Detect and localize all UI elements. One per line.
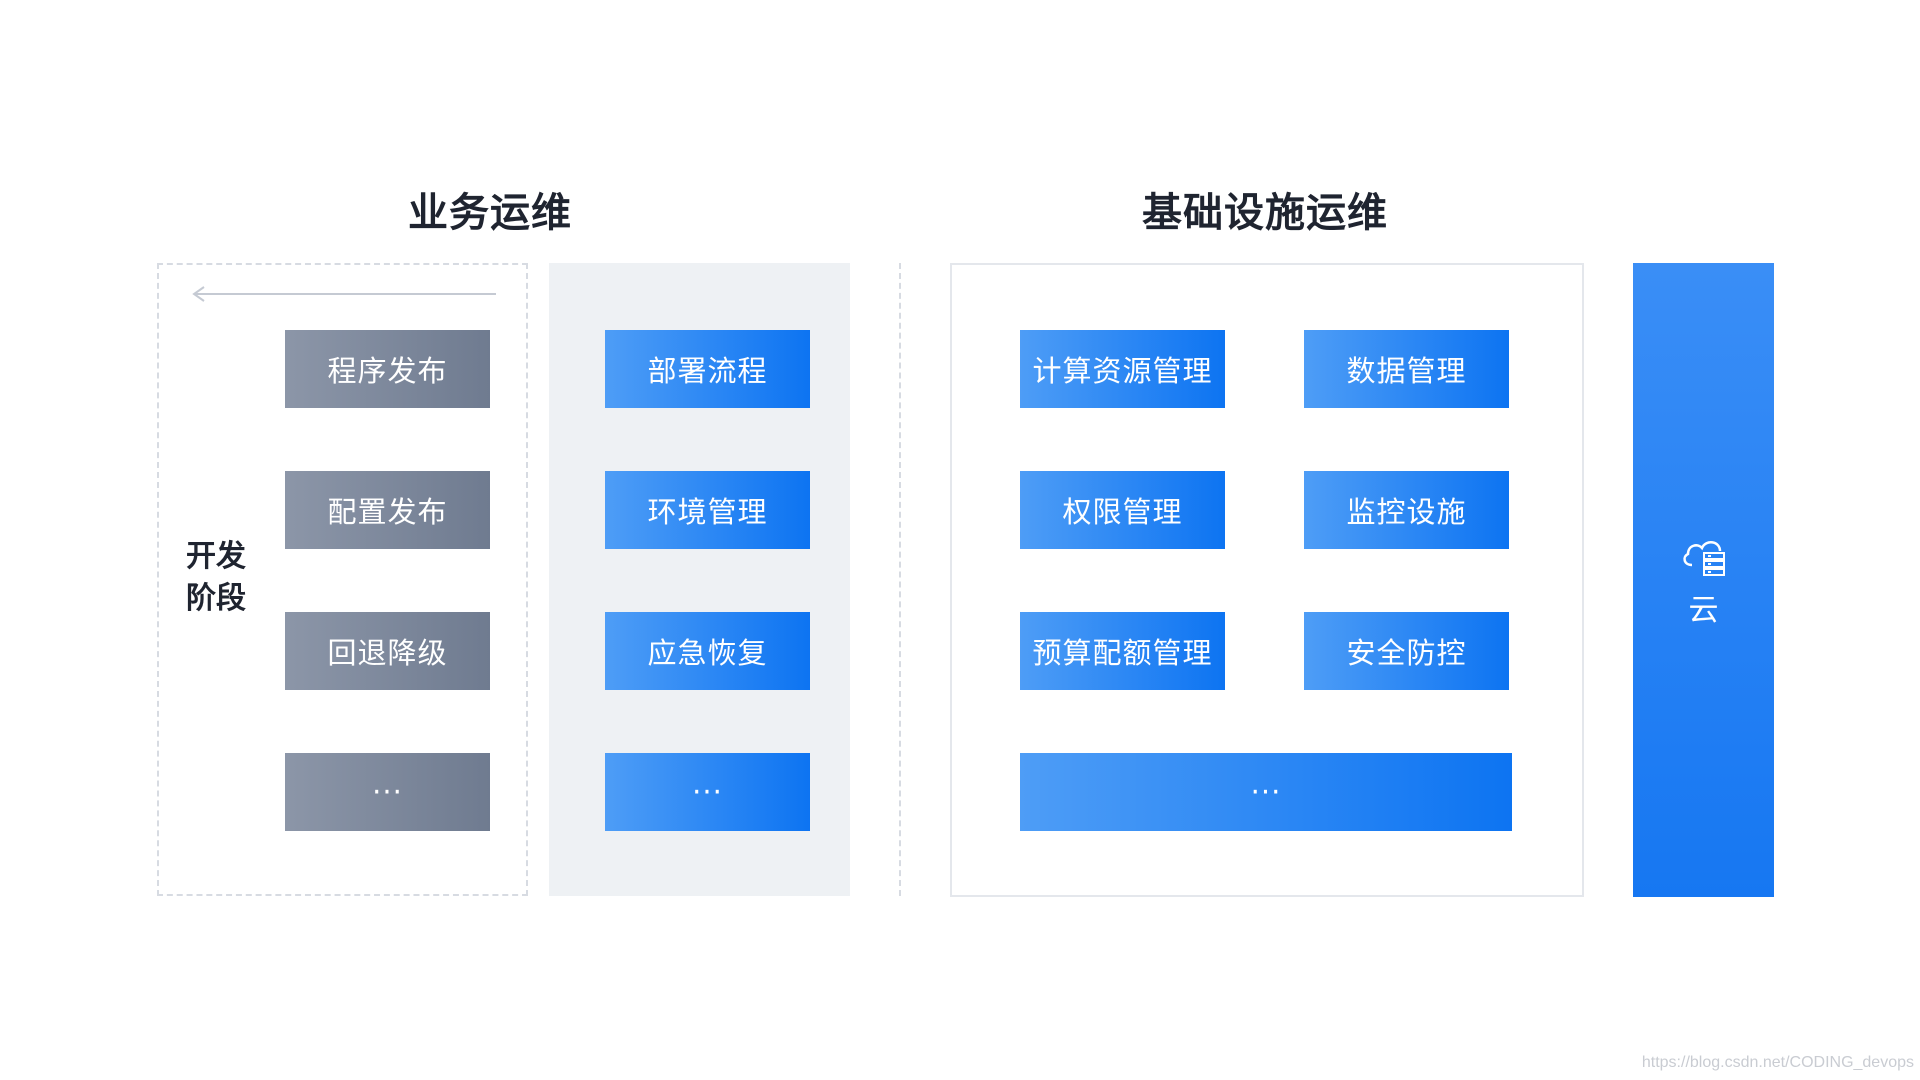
business-ops-title: 业务运维 xyxy=(408,190,572,236)
compute-resource-box: 计算资源管理 xyxy=(1020,330,1225,408)
rollback-downgrade-box: 回退降级 xyxy=(285,612,490,690)
cloud-label: 云 xyxy=(1688,593,1719,628)
config-release-box: 配置发布 xyxy=(285,471,490,549)
cloud-bar xyxy=(1633,263,1774,897)
budget-quota-box: 预算配额管理 xyxy=(1020,612,1225,690)
program-release-box: 程序发布 xyxy=(285,330,490,408)
more-infra-box: ··· xyxy=(1020,753,1512,831)
dev-stage-panel xyxy=(157,263,528,896)
cloud-server-icon xyxy=(1683,541,1725,576)
infra-ops-title: 基础设施运维 xyxy=(1142,190,1388,236)
dev-stage-label: 开发 阶段 xyxy=(186,539,246,616)
emergency-recovery-box: 应急恢复 xyxy=(605,612,810,690)
security-box: 安全防控 xyxy=(1304,612,1509,690)
data-management-box: 数据管理 xyxy=(1304,330,1509,408)
more-dev-box: ··· xyxy=(285,753,490,831)
permission-management-box: 权限管理 xyxy=(1020,471,1225,549)
env-management-box: 环境管理 xyxy=(605,471,810,549)
deploy-process-box: 部署流程 xyxy=(605,330,810,408)
monitoring-box: 监控设施 xyxy=(1304,471,1509,549)
section-divider xyxy=(899,263,901,896)
more-business-box: ··· xyxy=(605,753,810,831)
left-arrow-icon xyxy=(192,286,496,302)
watermark: https://blog.csdn.net/CODING_devops xyxy=(1641,1054,1914,1071)
